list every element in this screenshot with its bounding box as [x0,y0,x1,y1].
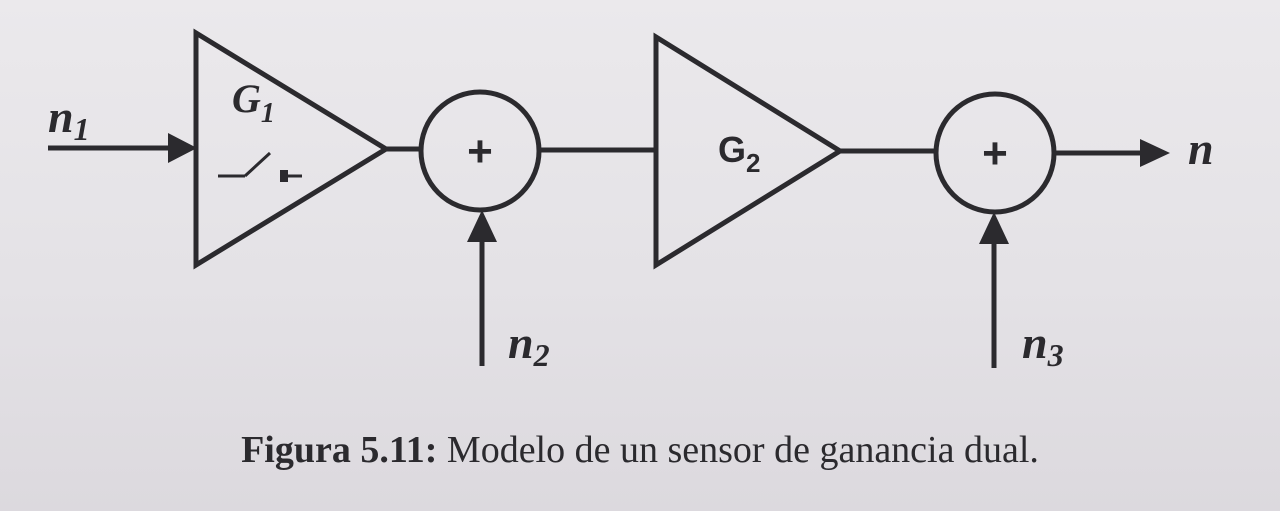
input-n1-label: n1 [48,91,90,147]
input-n2-label: n2 [508,317,550,373]
figure-caption-label: Figura 5.11: [241,429,438,471]
output-arrowhead [1140,139,1170,167]
input-n1-arrowhead [168,133,197,163]
figure-caption: Figura 5.11: Modelo de un sensor de gana… [0,428,1280,472]
amplifier-g2-label: G2 [718,129,760,178]
summing-junction-2-symbol: + [982,129,1008,178]
figure-caption-text: Modelo de un sensor de ganancia dual. [446,429,1039,471]
input-n3-label: n3 [1022,317,1064,373]
amplifier-g1-label: G1 [232,76,275,129]
block-diagram: n1 G1 + n2 G2 + n3 n [48,28,1214,373]
input-n3-arrowhead [979,212,1009,244]
amplifier-g2-triangle [653,32,845,270]
switch-icon [218,151,302,182]
output-label: n [1188,123,1214,174]
amplifier-g1-triangle [193,28,391,270]
summing-junction-1-symbol: + [467,127,493,176]
input-n2-arrowhead [467,210,497,242]
